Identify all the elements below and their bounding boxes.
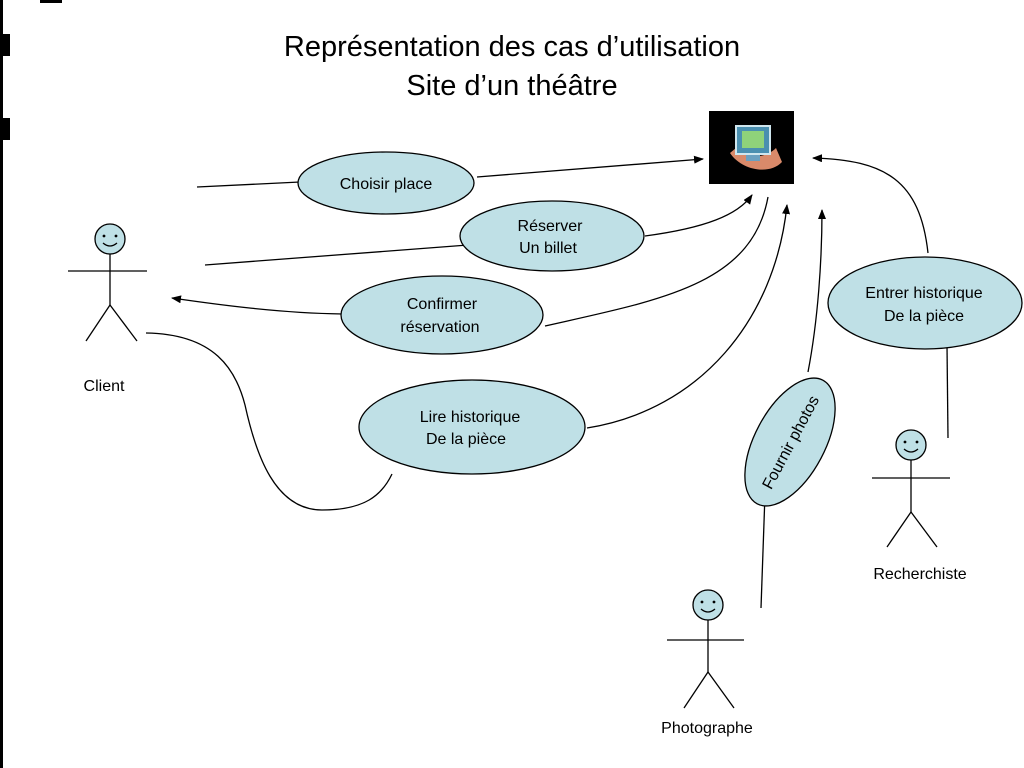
use-case-label-line-1: Réserver <box>518 218 584 235</box>
computer-system-icon <box>709 111 794 184</box>
line-confirmer-client <box>171 295 344 315</box>
use-case-reserver-billet: Réserver Un billet <box>459 200 645 272</box>
use-case-confirmer-reservation: Confirmer réservation <box>340 275 544 355</box>
line-client-lire <box>145 332 393 511</box>
actor-photographe <box>667 589 744 709</box>
use-case-label-line-2: De la pièce <box>426 431 506 448</box>
line-client-reserver <box>204 244 469 266</box>
actor-label-photographe: Photographe <box>661 720 753 737</box>
line-recherchiste-entrer <box>946 344 949 439</box>
actor-recherchiste <box>872 429 950 548</box>
use-case-choisir-place: Choisir place <box>297 151 475 215</box>
use-case-label-line-2: Un billet <box>519 240 577 257</box>
line-client-choisir <box>196 181 301 188</box>
association-lines <box>145 154 949 609</box>
use-case-label-line-2: réservation <box>400 319 479 336</box>
line-confirmer-system <box>544 196 769 327</box>
title-line-2: Site d’un théâtre <box>406 70 618 102</box>
use-case-entrer-historique: Entrer historique De la pièce <box>827 256 1023 350</box>
use-case-fournir-photos: Fournir photos <box>744 377 836 507</box>
margin-marks <box>0 0 62 768</box>
line-entrer-system <box>812 154 929 254</box>
use-case-label-line-1: Confirmer <box>407 296 478 313</box>
line-reserver-system <box>644 194 753 237</box>
actor-client <box>68 223 147 342</box>
use-case-label-line-1: Lire historique <box>420 409 521 426</box>
line-choisir-system <box>476 155 704 178</box>
line-photographe-fournir <box>760 493 766 609</box>
use-case-lire-historique: Lire historique De la pièce <box>358 379 586 475</box>
line-lire-system <box>586 204 791 429</box>
use-case-label-line-1: Entrer historique <box>865 285 982 302</box>
use-case-label-line-2: De la pièce <box>884 308 964 325</box>
title-line-1: Représentation des cas d’utilisation <box>283 31 741 63</box>
actor-label-client: Client <box>84 378 125 395</box>
diagram-title: Représentation des cas d’utilisation Sit… <box>0 28 1024 106</box>
actor-label-recherchiste: Recherchiste <box>873 566 966 583</box>
use-case-label: Choisir place <box>340 176 433 193</box>
line-fournir-system <box>807 209 826 373</box>
